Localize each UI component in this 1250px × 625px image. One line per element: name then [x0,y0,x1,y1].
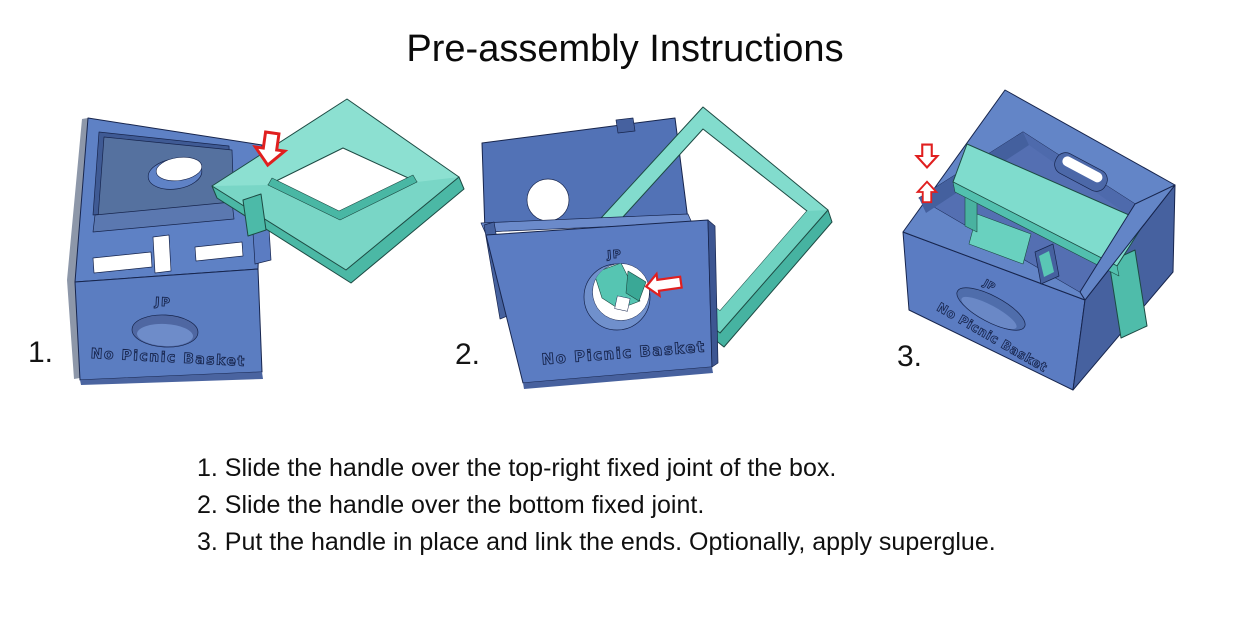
page-title: Pre-assembly Instructions [406,28,844,70]
logo-text: JP [154,295,172,310]
box-bottom-edge [80,372,263,385]
arrow-down-icon [914,143,940,169]
figure-2-render: JP No Picnic Basket [480,106,833,389]
top-hole [155,156,203,182]
handle-bar-3 [952,143,1146,277]
handle-outer-wall [211,176,465,284]
instruction-line-2: 2. Slide the handle over the bottom fixe… [197,491,705,519]
top-slot-right [194,241,244,262]
handle-bar-edge [952,181,1120,277]
instruction-list: 1. Slide the handle over the top-right f… [197,450,996,561]
top-notch [152,234,172,274]
logo-text: JP [606,247,623,261]
figure-3-label: 3. [897,340,923,373]
instruction-line-3: 3. Put the handle in place and link the … [197,528,996,556]
handle-inner-wall [267,174,418,221]
handle-corner-leg [242,193,267,237]
figure-1-label: 1. [28,336,54,369]
figure-3-render: JP No Picnic Basket [902,89,1176,391]
top-slot-left [92,251,153,274]
handle-base-plate [968,213,1032,265]
handle-through-hole [593,263,647,312]
instruction-line-1: 1. Slide the handle over the top-right f… [197,454,837,482]
box-bottom-edge [523,367,713,389]
box-recess-step [92,201,235,233]
basket-box-3: JP No Picnic Basket [902,89,1176,391]
figure-2-label: 2. [455,338,481,371]
arrow-up-icon [915,180,939,204]
arrow-left-icon [644,271,683,299]
figure-1-render: JP No Picnic Basket [67,98,465,385]
rim-handle-slot [1054,152,1108,192]
rim-over-handle [1079,184,1176,301]
back-wall-hole [526,178,570,222]
box-right-edge [707,219,719,368]
back-wall-notch [615,117,636,134]
basket-box-1: JP No Picnic Basket [67,117,272,385]
basket-box-2-back [481,117,689,233]
basket-box-2-front: JP No Picnic Basket [480,213,719,389]
handle-frame-1 [211,98,465,284]
arrow-down-icon [252,130,289,168]
